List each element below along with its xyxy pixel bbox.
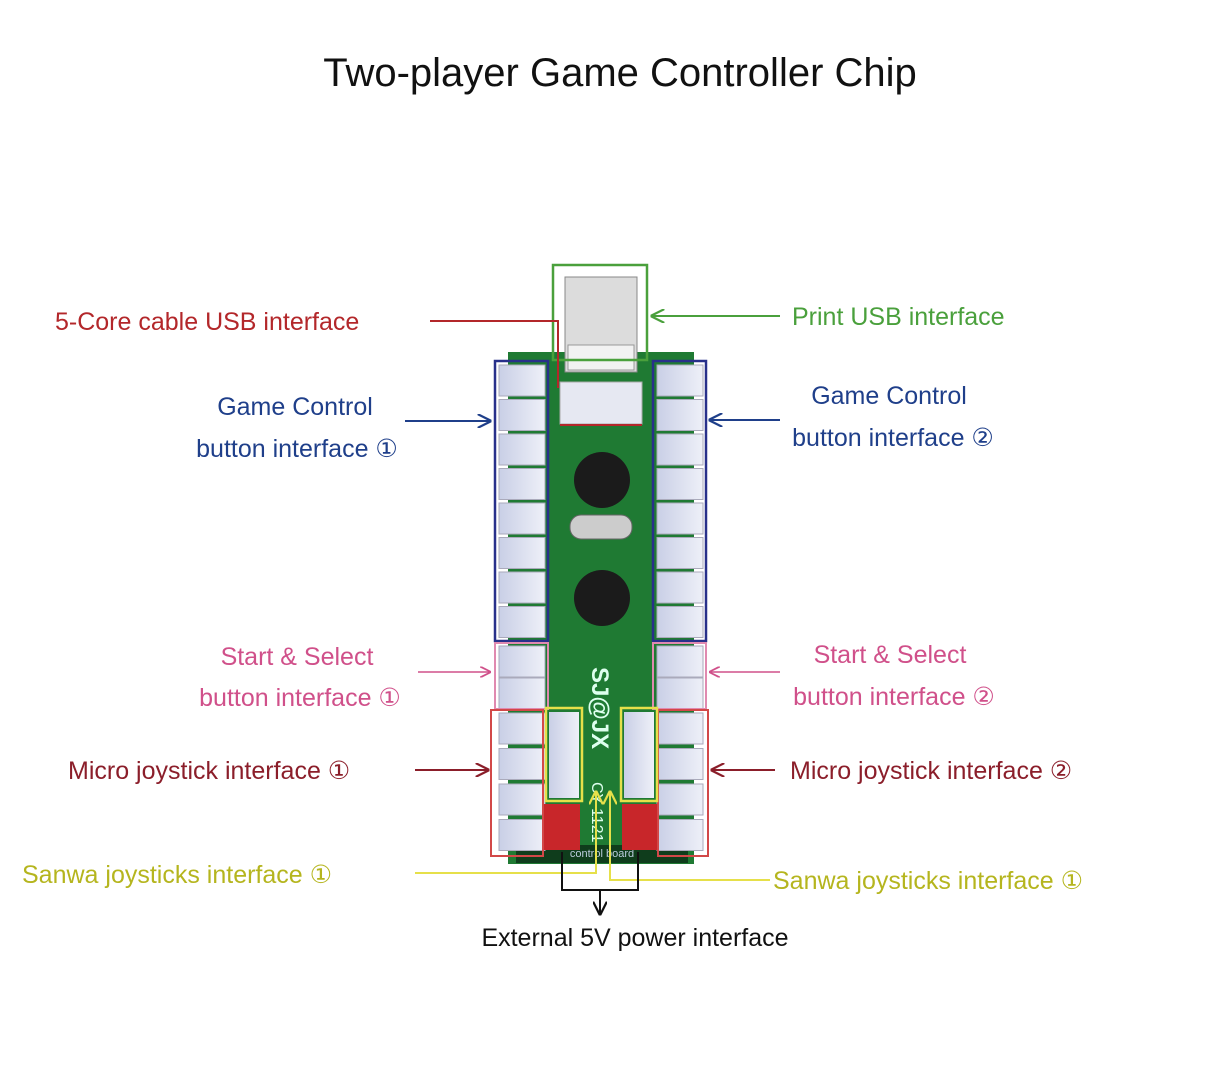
connector-2-11 bbox=[656, 712, 704, 745]
label-sanwa-2: Sanwa joysticks interface ① bbox=[773, 867, 1083, 895]
connector-1-9 bbox=[498, 645, 546, 678]
label-micro-joystick-2: Micro joystick interface ② bbox=[790, 757, 1072, 785]
sanwa-2-box bbox=[619, 706, 659, 803]
usb-5core-leader bbox=[430, 320, 559, 388]
connector-1-8 bbox=[498, 606, 546, 638]
usb-port-tip bbox=[567, 344, 635, 371]
pcb-board: control board SJ@JX CY-1121 bbox=[498, 276, 704, 864]
connector-1-14 bbox=[498, 819, 546, 851]
connector-2-6 bbox=[656, 537, 704, 569]
connector-2-8 bbox=[656, 606, 704, 638]
diagram-title: Two-player Game Controller Chip bbox=[323, 51, 917, 95]
board-bottom-text: control board bbox=[570, 848, 634, 860]
connector-2-4 bbox=[656, 468, 704, 500]
chip-2 bbox=[574, 570, 630, 626]
label-game-control-1-line2: button interface ① bbox=[196, 435, 398, 463]
sanwa-connector-2 bbox=[624, 712, 654, 798]
connector-1-10 bbox=[498, 677, 546, 710]
label-game-control-1-line1: Game Control bbox=[217, 393, 373, 421]
label-game-control-2-line2: button interface ② bbox=[792, 424, 994, 452]
label-print-usb: Print USB interface bbox=[792, 303, 1005, 331]
sanwa-1-box bbox=[544, 706, 584, 803]
print-usb-box bbox=[551, 263, 649, 362]
connector-2-2 bbox=[656, 399, 704, 431]
connector-1-4 bbox=[498, 468, 546, 500]
board-brand: SJ@JX bbox=[586, 667, 613, 749]
label-game-control-2-line1: Game Control bbox=[811, 382, 967, 410]
label-micro-joystick-1: Micro joystick interface ① bbox=[68, 757, 350, 785]
label-5core-usb: 5-Core cable USB interface bbox=[55, 308, 359, 336]
sanwa-1-leader bbox=[415, 792, 596, 874]
connector-2-10 bbox=[656, 677, 704, 710]
label-start-select-2-line1: Start & Select bbox=[814, 641, 967, 669]
crystal bbox=[569, 514, 633, 540]
connector-1-6 bbox=[498, 537, 546, 569]
power-connector-1 bbox=[543, 804, 580, 850]
connector-2-1 bbox=[656, 364, 704, 397]
connector-2-14 bbox=[656, 819, 704, 851]
connector-1-3 bbox=[498, 433, 546, 466]
micro-joystick-1-box bbox=[490, 709, 544, 857]
label-start-select-1-line2: button interface ① bbox=[199, 684, 401, 712]
connector-2-12 bbox=[656, 748, 704, 780]
connector-1-7 bbox=[498, 571, 546, 604]
connector-1-5 bbox=[498, 502, 546, 535]
label-start-select-2-line2: button interface ② bbox=[793, 683, 995, 711]
connector-2-7 bbox=[656, 571, 704, 604]
connector-1-13 bbox=[498, 783, 546, 816]
connector-2-9 bbox=[656, 645, 704, 678]
game-control-2-box bbox=[651, 359, 708, 643]
connector-1-12 bbox=[498, 748, 546, 780]
connector-2-5 bbox=[656, 502, 704, 535]
connector-1-2 bbox=[498, 399, 546, 431]
label-start-select-1-line1: Start & Select bbox=[221, 643, 374, 671]
label-external-power: External 5V power interface bbox=[481, 924, 788, 952]
connector-2-13 bbox=[656, 783, 704, 816]
chip-1 bbox=[574, 452, 630, 508]
sanwa-connector-1 bbox=[549, 712, 579, 798]
power-connector-2 bbox=[622, 804, 659, 850]
connector-1-11 bbox=[498, 712, 546, 745]
connector-2-3 bbox=[656, 433, 704, 466]
game-control-1-box bbox=[493, 359, 550, 643]
label-sanwa-1: Sanwa joysticks interface ① bbox=[22, 861, 332, 889]
sanwa-2-leader bbox=[610, 792, 770, 881]
5pin-header bbox=[559, 381, 643, 425]
connector-1-1 bbox=[498, 364, 546, 397]
